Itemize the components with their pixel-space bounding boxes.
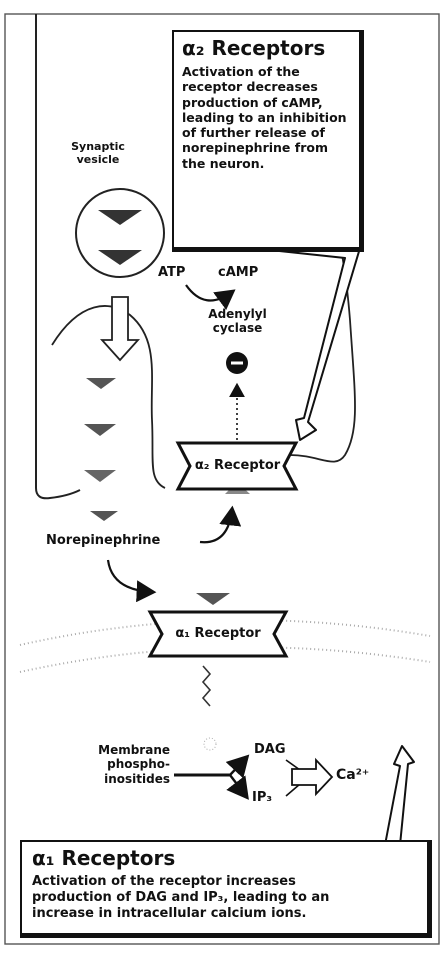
- terminal-outline-left: [36, 14, 80, 498]
- atp-label: ATP: [158, 265, 185, 280]
- ne-molecule-4: [90, 511, 118, 521]
- alpha2-callout-pointer: [270, 238, 360, 440]
- dag-label: DAG: [254, 742, 286, 757]
- adenylyl-cyclase-label: Adenylyl cyclase: [190, 308, 285, 336]
- alpha2-callout: α₂ Receptors Activation of the receptor …: [172, 30, 364, 252]
- to-calcium-arrow: [292, 760, 332, 794]
- ne-to-alpha2-arrow: [200, 510, 232, 542]
- membrane-phosphoinositides-label: Membrane phospho- inositides: [84, 743, 170, 786]
- to-dag-arrow: [230, 758, 246, 775]
- alpha2-receptor-label: α₂ Receptor: [190, 458, 285, 473]
- synaptic-vesicle-label: Synaptic vesicle: [58, 140, 138, 166]
- alpha1-callout-body: Activation of the receptor increases pro…: [32, 874, 362, 922]
- ne-molecule-3: [84, 470, 116, 482]
- g-protein-dot: [204, 738, 216, 750]
- ne-to-alpha1-arrow: [108, 560, 152, 592]
- camp-label: cAMP: [218, 265, 258, 280]
- ne-molecule-bound-alpha1: [196, 593, 230, 605]
- atp-to-camp-arrow: [186, 285, 232, 301]
- alpha2-callout-title: α₂ Receptors: [182, 36, 351, 60]
- alpha1-callout-pointer: [385, 746, 414, 845]
- alpha2-callout-body: Activation of the receptor decreases pro…: [182, 64, 351, 171]
- to-ip3-arrow: [230, 775, 246, 796]
- ip3-label: IP₃: [252, 790, 272, 805]
- terminal-outline-inner: [52, 306, 165, 488]
- alpha1-callout: α₁ Receptors Activation of the receptor …: [20, 840, 432, 938]
- calcium-label: Ca²⁺: [336, 767, 369, 783]
- alpha1-signal-squiggle: [203, 666, 210, 706]
- alpha1-receptor-label: α₁ Receptor: [162, 626, 274, 641]
- inhibition-minus: [231, 362, 243, 365]
- norepinephrine-label: Norepinephrine: [46, 533, 160, 548]
- ne-molecule-2: [84, 424, 116, 436]
- ne-molecule-1: [86, 378, 116, 389]
- alpha1-callout-title: α₁ Receptors: [32, 846, 417, 870]
